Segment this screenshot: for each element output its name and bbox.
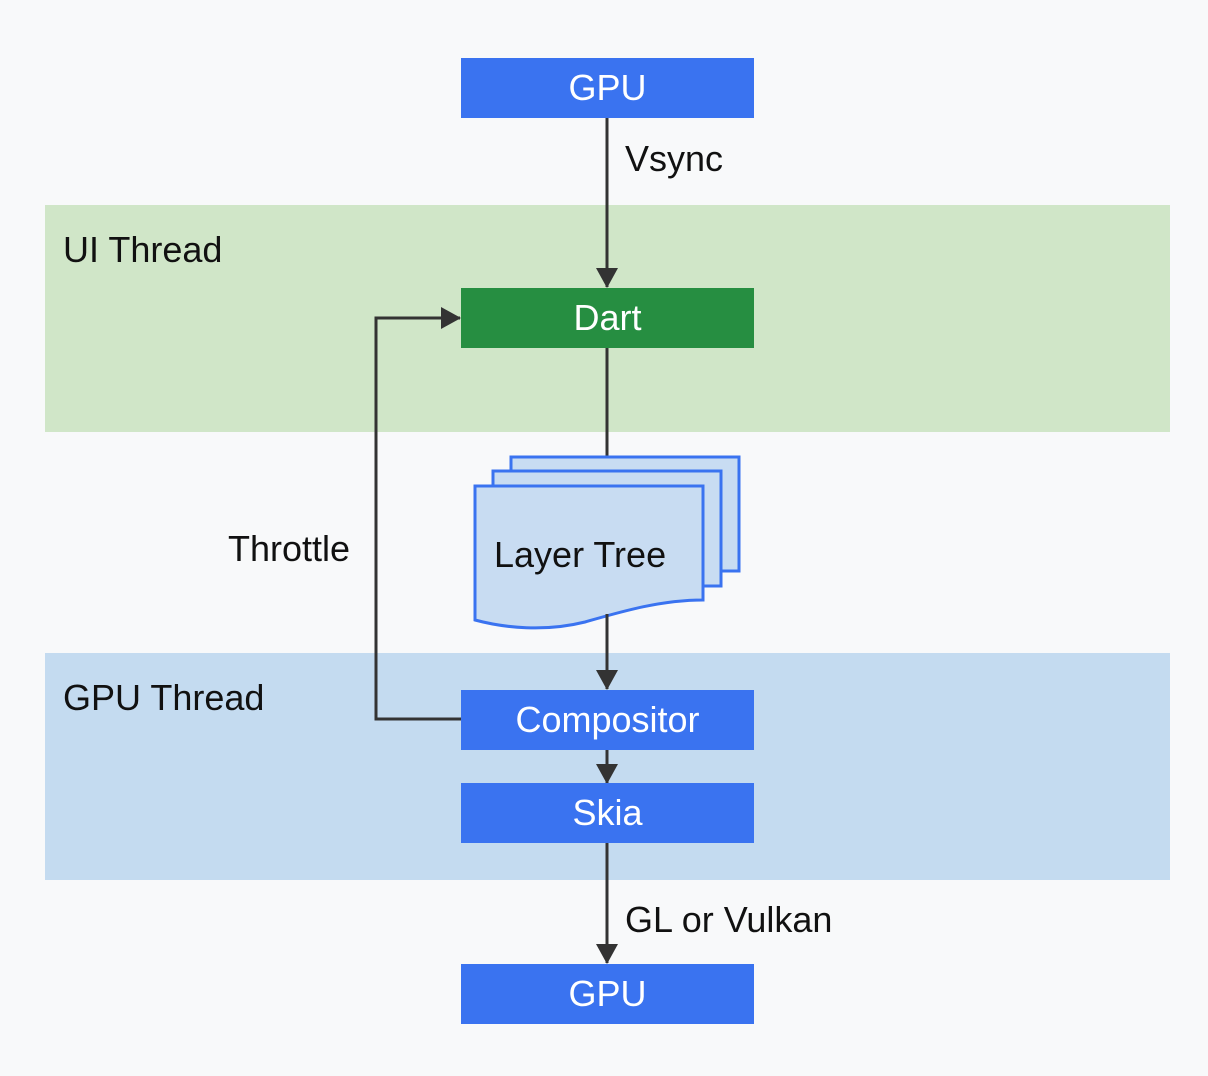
layer-tree-label: Layer Tree xyxy=(494,534,667,575)
layer-tree-doc-front xyxy=(473,484,705,630)
throttle-label: Throttle xyxy=(228,528,351,569)
vsync-label: Vsync xyxy=(625,138,724,179)
dart-box: Dart xyxy=(461,288,754,348)
gl-or-vulkan-label: GL or Vulkan xyxy=(625,899,833,940)
layer-tree-document-stack xyxy=(473,455,741,630)
throttle-arrow xyxy=(374,307,461,721)
ui-thread-label: UI Thread xyxy=(63,229,223,270)
gpu-bottom-box: GPU xyxy=(461,964,754,1024)
gpu-thread-label: GPU Thread xyxy=(63,677,265,718)
skia-box: Skia xyxy=(461,783,754,843)
compositor-box: Compositor xyxy=(461,690,754,750)
gpu-top-box: GPU xyxy=(461,58,754,118)
